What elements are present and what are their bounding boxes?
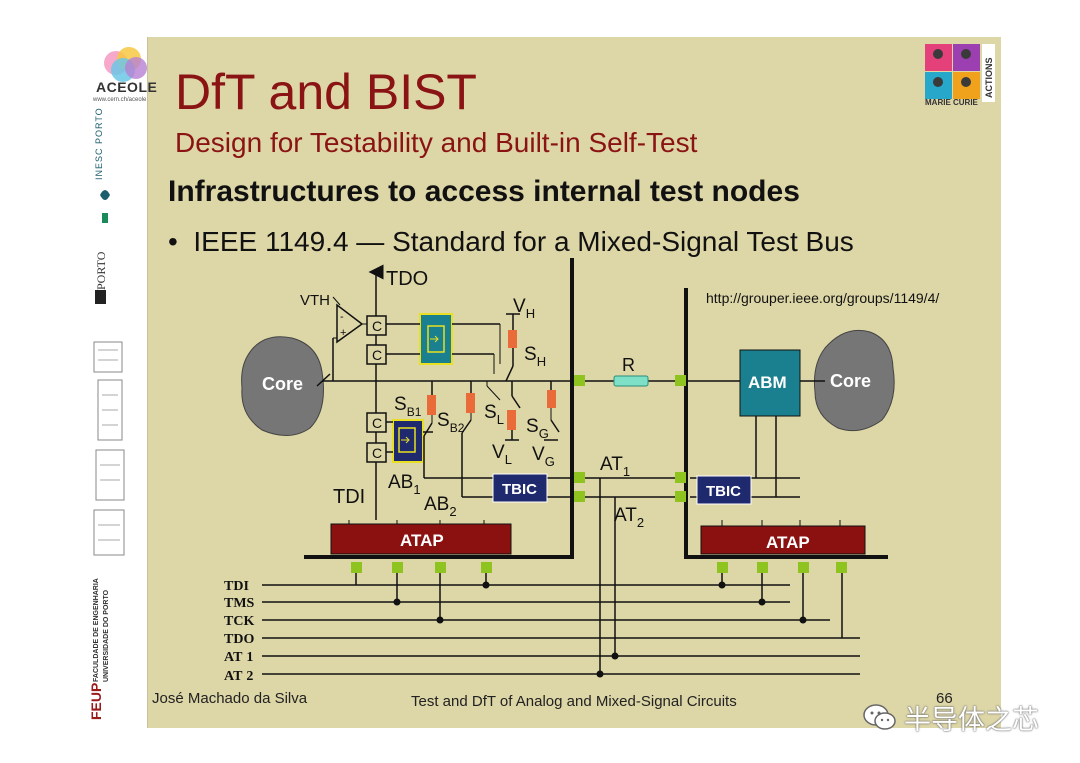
footer-author: José Machado da Silva <box>152 690 308 707</box>
comparator <box>336 303 364 344</box>
sg-label: SG <box>526 416 549 441</box>
svg-text:-: - <box>340 311 344 323</box>
bus-label-tdi: TDI <box>224 579 249 594</box>
svg-text:C: C <box>372 347 382 363</box>
atap-left <box>330 523 512 555</box>
tdi-top-label: TDI <box>333 486 365 508</box>
footer-course: Test and DfT of Analog and Mixed-Signal … <box>411 693 737 710</box>
sb1-resistor <box>427 395 436 415</box>
atap-right <box>700 525 866 555</box>
vg-label: VG <box>532 444 555 469</box>
at2-label: AT2 <box>614 505 644 530</box>
sh-label: SH <box>524 344 546 369</box>
tbic-right-label: TBIC <box>706 483 741 500</box>
page-number: 66 <box>936 690 953 707</box>
bus-label-tms: TMS <box>224 596 255 611</box>
watermark: 半导体之芯 <box>862 698 1039 737</box>
vl-label: VL <box>492 442 512 467</box>
marie-curie-logo <box>925 44 995 102</box>
sb1-label: SB1 <box>394 394 422 419</box>
resistor-label: R <box>622 355 635 375</box>
bullet-text: IEEE 1149.4 — Standard for a Mixed-Signa… <box>193 226 854 257</box>
c-cell-2: C <box>366 344 387 365</box>
ab2-label: AB2 <box>424 494 457 519</box>
aceole-logo <box>104 47 147 82</box>
pin-squares <box>351 375 847 573</box>
watermark-text: 半导体之芯 <box>904 705 1039 736</box>
wechat-icon <box>863 703 896 730</box>
vth-label: VTH <box>300 292 330 309</box>
inesc-logo-mark <box>100 190 110 223</box>
test-bus <box>262 584 860 675</box>
sl-label: SL <box>484 402 504 427</box>
c-cell-3: C <box>366 412 387 433</box>
svg-text:C: C <box>372 318 382 334</box>
abm-label: ABM <box>748 373 787 392</box>
page-subtitle: Design for Testability and Built-in Self… <box>175 127 698 158</box>
vh-label: VH <box>513 296 535 321</box>
reference-url: http://grouper.ieee.org/groups/1149/4/ <box>706 290 940 306</box>
left-core-label: Core <box>262 374 303 394</box>
sb2-label: SB2 <box>437 410 465 435</box>
c-cell-1: C <box>366 315 387 336</box>
tbic-left <box>492 473 548 503</box>
bullet-item: • IEEE 1149.4 — Standard for a Mixed-Sig… <box>168 226 854 258</box>
bullet-marker: • <box>168 226 178 257</box>
atap-left-label: ATAP <box>400 531 444 550</box>
building-illustration <box>93 341 125 556</box>
page-title: DfT and BIST <box>175 64 477 120</box>
marie-curie-name: MARIE CURIE <box>925 98 978 107</box>
section-heading: Infrastructures to access internal test … <box>168 175 800 208</box>
sg-resistor <box>547 390 556 408</box>
c-cell-4: C <box>366 442 387 463</box>
uporto-logo-mark <box>95 290 106 304</box>
ab1-label: AB1 <box>388 472 421 497</box>
svg-text:+: + <box>340 327 346 339</box>
right-core-shape <box>814 329 895 432</box>
sidebar <box>79 37 148 728</box>
at1-label: AT1 <box>600 454 630 479</box>
left-core-shape <box>241 336 324 436</box>
sb2-resistor <box>466 393 475 413</box>
aceole-logo-url: www.cern.ch/aceole <box>93 97 147 103</box>
bus-label-tck: TCK <box>224 614 254 629</box>
bus-label-tdo: TDO <box>224 632 254 647</box>
right-core-label: Core <box>830 371 871 391</box>
tdo-top-label: TDO <box>386 268 428 290</box>
tbic-left-label: TBIC <box>502 481 537 498</box>
aceole-logo-name: ACEOLE <box>96 79 158 95</box>
vl-resistor <box>507 410 516 430</box>
vh-resistor <box>508 330 517 348</box>
svg-text:C: C <box>372 415 382 431</box>
abm-block <box>739 349 801 417</box>
tbic-right <box>696 475 752 505</box>
series-resistor <box>613 375 649 387</box>
atap-right-label: ATAP <box>766 533 810 552</box>
svg-text:C: C <box>372 445 382 461</box>
